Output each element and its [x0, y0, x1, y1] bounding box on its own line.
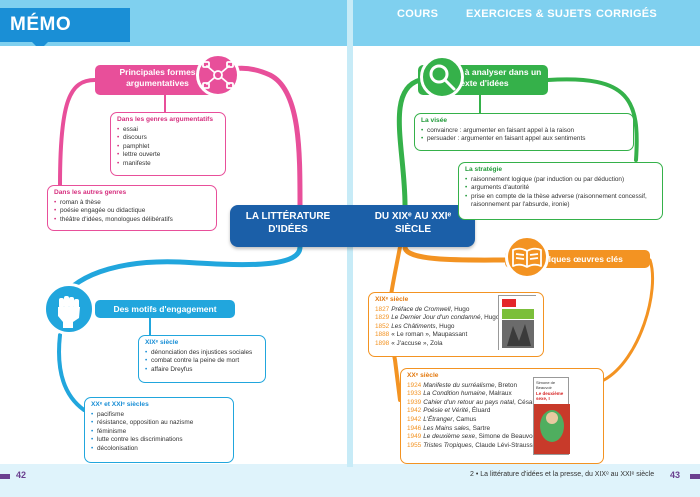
central-title-right: DU XIXᵉ AU XXIᵉ SIÈCLE [358, 210, 468, 236]
list-item: arguments d'autorité [465, 184, 656, 193]
box-visee: La visée convaincre : argumenter en fais… [414, 113, 634, 151]
list-item: raisonnement logique (par induction ou p… [465, 176, 656, 185]
list-item: pamphlet [117, 143, 219, 152]
list-item: persuader : argumenter en faisant appel … [421, 135, 627, 144]
list-item: pacifisme [91, 411, 227, 420]
box-autres-genres: Dans les autres genres roman à thèse poé… [47, 185, 217, 231]
box-strategie: La stratégie raisonnement logique (par i… [458, 162, 663, 220]
list-item: discours [117, 134, 219, 143]
connector-orange-right [604, 260, 653, 380]
list-item: lettre ouverte [117, 151, 219, 160]
list-item: poésie engagée ou didactique [54, 207, 210, 216]
cover-author: Simone de Beauvoir [534, 378, 568, 390]
cover-title: Le deuxième sexe, I [534, 390, 568, 402]
list-item: affaire Dreyfus [145, 366, 259, 375]
book-cover-deuxieme-sexe: Simone de Beauvoir Le deuxième sexe, I [533, 377, 569, 455]
list-item: dénonciation des injustices sociales [145, 349, 259, 358]
list-item: théâtre d'idées, monologues délibératifs [54, 216, 210, 225]
list-item: lutte contre les discriminations [91, 436, 227, 445]
book-cover-image [498, 295, 536, 350]
list-item: manifeste [117, 160, 219, 169]
connector-pink-left [60, 80, 95, 185]
connector-blue-down [59, 335, 84, 410]
list-item: décolonisation [91, 445, 227, 454]
raised-fist-icon [43, 283, 95, 335]
magnifier-icon [420, 55, 464, 99]
footer-marker-left [0, 474, 10, 479]
connector-orange [405, 247, 505, 260]
box-motifs-xixe: XIXᵉ siècle dénonciation des injustices … [138, 335, 266, 383]
box-title: XIXᵉ siècle [145, 339, 259, 348]
box-motifs-xxe-xxie: XXᵉ et XXIᵉ siècles pacifisme résistance… [84, 397, 234, 463]
list-item: résistance, opposition au nazisme [91, 419, 227, 428]
central-title-left: LA LITTÉRATURE D'IDÉES [233, 210, 343, 236]
argument-network-icon [196, 53, 240, 97]
list-item: combat contre la peine de mort [145, 357, 259, 366]
box-title: Dans les autres genres [54, 189, 210, 198]
page-number-left: 42 [16, 470, 26, 480]
box-title: Dans les genres argumentatifs [117, 116, 219, 125]
box-title: La stratégie [465, 166, 656, 175]
list-item: prise en compte de la thèse adverse (rai… [465, 193, 656, 210]
chapter-footer: 2 • La littérature d'idées et la presse,… [470, 471, 654, 478]
list-item: convaincre : argumenter en faisant appel… [421, 127, 627, 136]
page-number-right: 43 [670, 470, 680, 480]
footer-marker-right [690, 474, 700, 479]
open-book-icon [505, 235, 549, 279]
list-item: féminisme [91, 428, 227, 437]
list-item: essai [117, 126, 219, 135]
box-title: XXᵉ et XXIᵉ siècles [91, 401, 227, 410]
branch-motifs-engagement: Des motifs d'engagement [95, 300, 235, 318]
list-item: roman à thèse [54, 199, 210, 208]
box-genres-argumentatifs: Dans les genres argumentatifs essai disc… [110, 112, 226, 176]
connector-blue [60, 247, 300, 300]
box-title: La visée [421, 117, 627, 126]
